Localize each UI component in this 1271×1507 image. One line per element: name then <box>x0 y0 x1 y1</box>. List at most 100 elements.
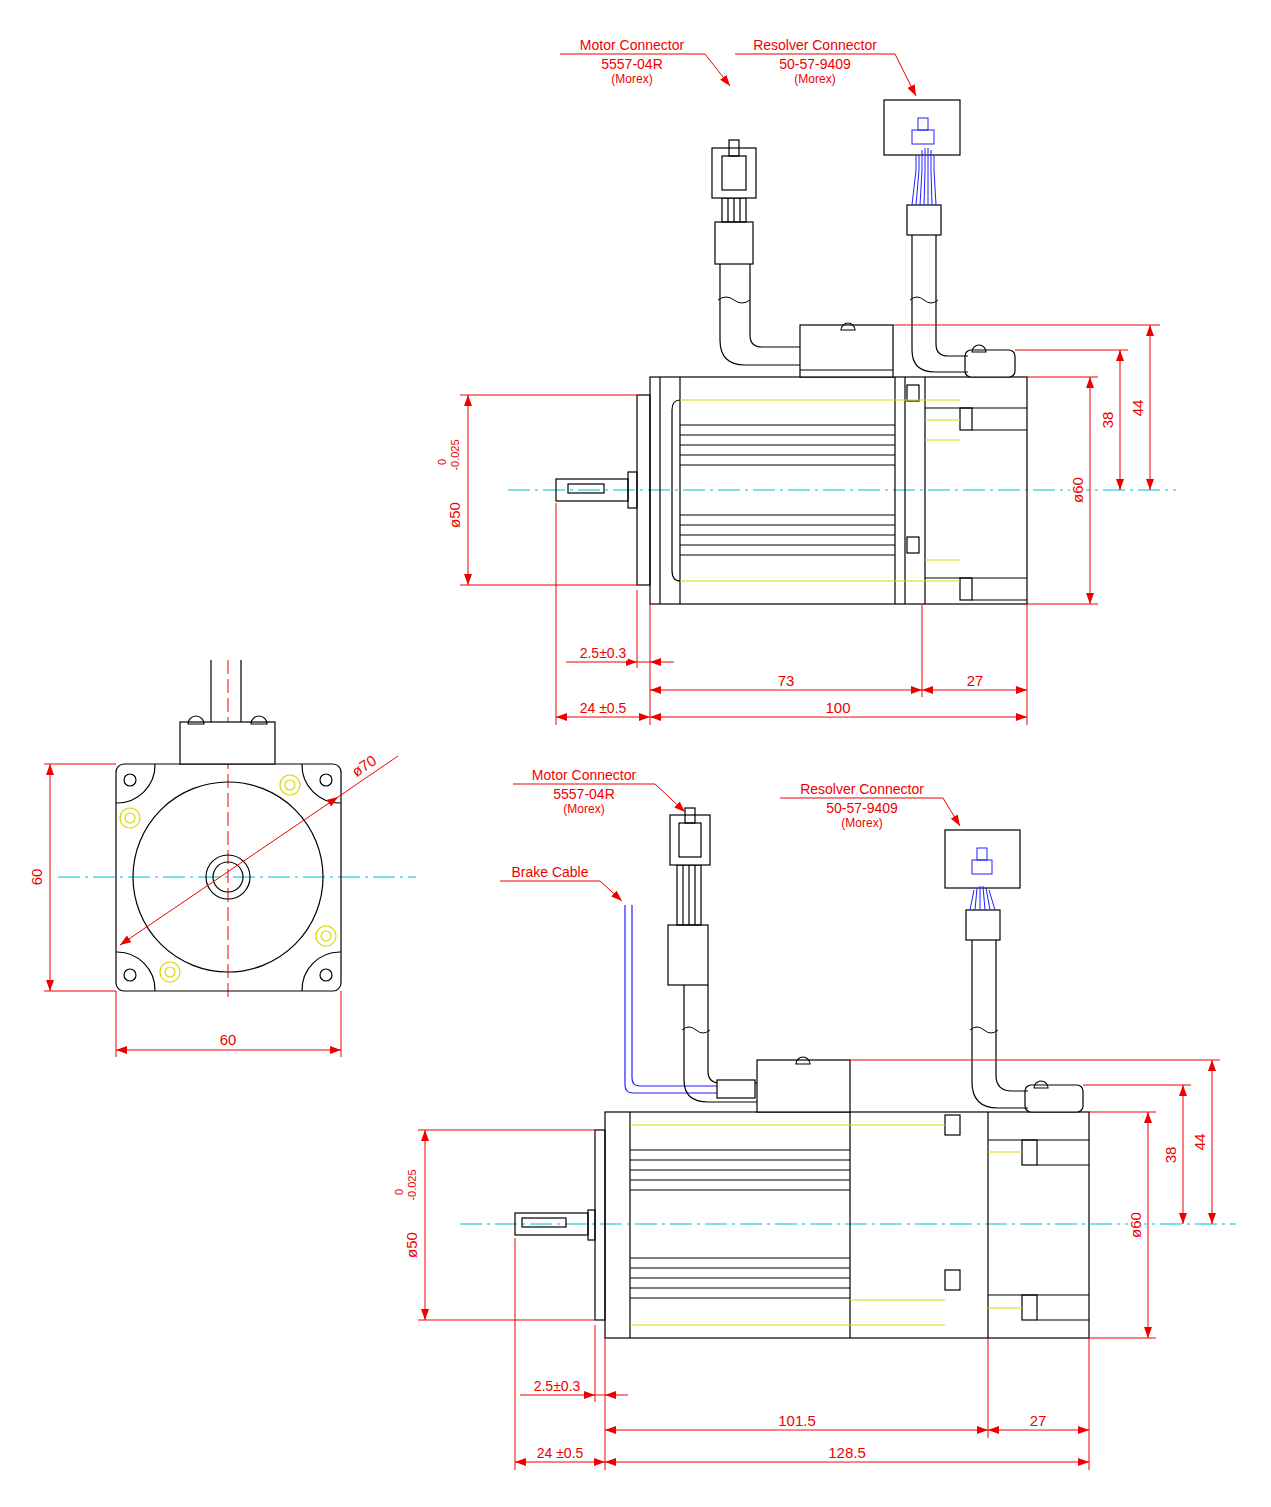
maker-note: (Morex) <box>562 803 605 816</box>
resolver-connector-block <box>970 1027 998 1033</box>
dimension-line <box>1212 1060 1213 1224</box>
motor-body <box>960 408 972 430</box>
brake-cable <box>632 905 720 1086</box>
motor-body <box>988 1294 1089 1295</box>
motor-front-face <box>188 716 204 724</box>
motor-body <box>972 599 1027 600</box>
resolver-wires <box>912 118 936 205</box>
dimension-value: 60 <box>29 868 45 887</box>
motor-body <box>556 377 1027 604</box>
motor-connector-block <box>757 1060 850 1112</box>
motor-body <box>659 377 660 604</box>
yellow-hidden-line <box>925 559 960 560</box>
motor-body <box>1037 1319 1089 1320</box>
yellow-screw <box>120 775 336 982</box>
motor-connector-block <box>733 198 734 222</box>
dimension-value: 38 <box>1100 411 1116 430</box>
dimension-line <box>1183 1085 1184 1224</box>
resolver-wires <box>934 155 936 205</box>
dimension-value: ø50 <box>404 1231 420 1259</box>
motor-front-face <box>240 660 241 722</box>
motor-body <box>637 395 650 585</box>
resolver-wires <box>928 148 929 205</box>
motor-body <box>1022 1295 1037 1320</box>
yellow-screw <box>165 967 175 977</box>
callout-label: Motor Connector <box>579 38 685 53</box>
dimension-line <box>44 991 116 992</box>
motor-body <box>630 1159 850 1160</box>
resolver-connector-block <box>972 940 1028 1108</box>
motor-body <box>680 544 895 545</box>
motor-body <box>925 407 1027 408</box>
dimension-value: ø70 <box>348 752 380 781</box>
tolerance-value: 0 <box>437 458 449 466</box>
dimension-line <box>44 756 398 1057</box>
resolver-connector-block <box>907 205 941 235</box>
motor-front-face <box>302 952 341 991</box>
dimension-value: ø60 <box>1070 476 1086 504</box>
extension-line <box>1015 350 1128 351</box>
motor-connector-block <box>715 222 753 264</box>
dimension-line <box>650 690 922 691</box>
extension-line <box>418 1320 595 1321</box>
motor-connector-block <box>679 823 701 857</box>
dimension-line <box>605 1395 628 1396</box>
yellow-hidden-line <box>988 1307 1022 1308</box>
yellow-hidden-line <box>630 1125 1022 1325</box>
leader-line <box>500 784 960 901</box>
resolver-connector-block <box>1025 1085 1083 1112</box>
callout-label: Motor Connector <box>531 768 637 783</box>
yellow-hidden-line <box>925 439 960 440</box>
motor-body <box>630 1277 850 1278</box>
resolver-wires <box>975 888 977 910</box>
resolver-wires <box>912 130 934 144</box>
motor-body <box>630 1179 850 1180</box>
resolver-connector-block <box>996 940 1028 1091</box>
motor-body <box>672 400 680 581</box>
motor-body <box>605 1112 1089 1338</box>
dimension-line <box>605 1430 988 1431</box>
extension-line <box>556 503 557 725</box>
yellow-screw <box>321 931 331 941</box>
yellow-hidden-line <box>680 580 960 581</box>
yellow-screw <box>160 962 180 982</box>
resolver-wires <box>918 118 928 130</box>
motor-body <box>680 434 895 435</box>
motor-connector-block <box>685 808 695 823</box>
callout-label: Resolver Connector <box>799 782 925 797</box>
motor-connector-block <box>677 865 701 925</box>
dimension-value: 2.5±0.3 <box>533 1379 582 1394</box>
resolver-connector-block <box>966 910 1000 940</box>
dimension-line <box>988 1430 1089 1431</box>
brake-cable <box>625 905 720 1093</box>
motor-body <box>568 484 604 493</box>
motor-body <box>680 524 895 525</box>
motor-connector-block <box>841 323 855 330</box>
dimension-value: 44 <box>1130 399 1146 418</box>
motor-front-face <box>124 774 136 786</box>
leader-line <box>560 54 730 86</box>
resolver-connector-block <box>1034 1081 1048 1088</box>
part-number: 5557-04R <box>600 57 664 72</box>
motor-front-face <box>116 660 341 991</box>
dimension-value: 38 <box>1163 1146 1179 1165</box>
motor-front-face <box>116 764 155 803</box>
yellow-hidden-line <box>850 1299 945 1300</box>
resolver-wires <box>924 148 925 205</box>
motor-connector-block <box>712 140 893 377</box>
motor-body <box>679 377 680 604</box>
motor-connector-block <box>688 865 689 925</box>
dimension-line <box>1090 377 1091 604</box>
dimension-value: ø50 <box>447 501 463 529</box>
dimension-line <box>637 662 650 663</box>
extension-line <box>418 1060 1220 1470</box>
motor-body <box>680 454 895 455</box>
motor-connector-block <box>668 808 850 1112</box>
motor-front-face <box>302 764 341 803</box>
motor-connector-block <box>722 156 746 190</box>
motor-connector-block <box>800 325 893 377</box>
motor-connector-block <box>727 198 728 222</box>
motor-front-face <box>210 660 211 722</box>
motor-body <box>650 377 1027 604</box>
